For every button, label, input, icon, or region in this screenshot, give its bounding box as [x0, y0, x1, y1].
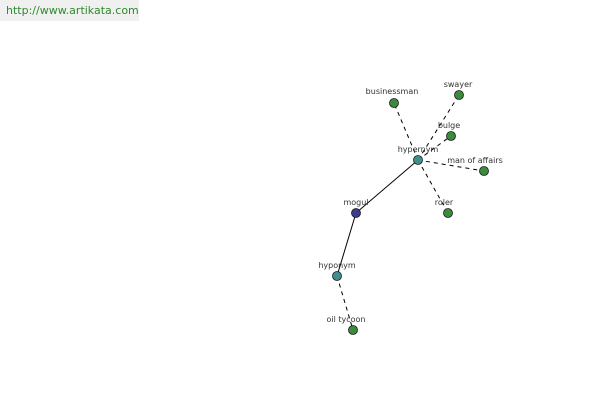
node-label-roler[interactable]: roler — [435, 198, 454, 207]
node-label-oil-tycoon[interactable]: oil tycoon — [326, 315, 365, 324]
node-label-hyponym[interactable]: hyponym — [318, 261, 356, 270]
edge-hypernym-to-roler — [417, 159, 449, 214]
node-bulge[interactable] — [446, 131, 456, 141]
edge-hypernym-to-swayer — [417, 94, 460, 161]
node-man-of-affairs[interactable] — [479, 166, 489, 176]
nodes-layer — [332, 90, 489, 335]
node-hyponym[interactable] — [332, 271, 342, 281]
edge-hypernym-to-businessman — [393, 102, 419, 161]
site-url-text[interactable]: http://www.artikata.com — [6, 4, 139, 17]
node-swayer[interactable] — [454, 90, 464, 100]
edge-hyponym-to-oil_tycoon — [336, 275, 354, 331]
edge-hypernym-to-man_of_affairs — [417, 159, 485, 172]
node-label-hypernym[interactable]: hypernym — [398, 145, 439, 154]
node-oil-tycoon[interactable] — [348, 325, 358, 335]
edge-hypernym-to-bulge — [417, 135, 452, 161]
node-hypernym[interactable] — [413, 155, 423, 165]
edges-layer — [336, 94, 485, 331]
node-roler[interactable] — [443, 208, 453, 218]
node-label-bulge[interactable]: bulge — [438, 121, 460, 130]
site-url-banner[interactable]: http://www.artikata.com — [0, 0, 139, 21]
edge-mogul-to-hyponym — [336, 212, 357, 277]
labels-layer: mogul hypernym hyponym businessman swayer bul… — [318, 80, 502, 324]
edge-mogul-to-hypernym — [355, 159, 419, 214]
node-businessman[interactable] — [389, 98, 399, 108]
node-label-businessman[interactable]: businessman — [366, 87, 419, 96]
node-label-swayer[interactable]: swayer — [444, 80, 473, 89]
node-label-man-of-affairs[interactable]: man of affairs — [447, 156, 503, 165]
node-label-mogul[interactable]: mogul — [343, 198, 368, 207]
node-mogul[interactable] — [351, 208, 361, 218]
